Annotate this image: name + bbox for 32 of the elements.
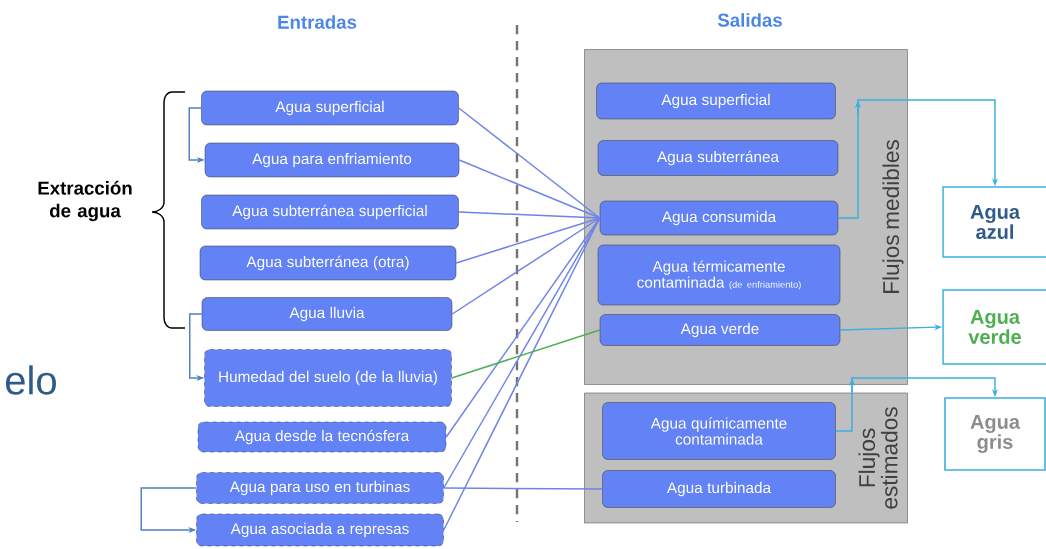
connector bbox=[835, 377, 999, 432]
process-box: Agua superficial bbox=[596, 82, 836, 120]
process-box: Agua lluvia bbox=[201, 297, 453, 331]
process-box: Agua superficial bbox=[201, 90, 459, 126]
connector bbox=[451, 217, 601, 315]
connector bbox=[458, 107, 601, 219]
column-heading: Entradas bbox=[278, 15, 357, 29]
connector bbox=[837, 99, 999, 219]
connector bbox=[451, 329, 601, 379]
process-box: Agua subterránea (otra) bbox=[199, 245, 457, 281]
dashed-box: Agua desde la tecnósfera bbox=[197, 421, 447, 453]
connector bbox=[445, 217, 601, 438]
result-box: Agua azul bbox=[942, 186, 1046, 258]
connector bbox=[458, 159, 601, 219]
process-box: Agua verde bbox=[599, 314, 841, 346]
process-box: Agua químicamente contaminada bbox=[602, 402, 836, 460]
dashed-box: Humedad del suelo (de la lluvia) bbox=[204, 349, 452, 407]
process-box: Agua turbinada bbox=[602, 470, 836, 508]
process-box: Agua para enfriamiento bbox=[204, 142, 460, 178]
process-box: Agua térmicamente contaminada (de enfriamiento) bbox=[597, 244, 841, 306]
result-box: Agua gris bbox=[944, 397, 1046, 471]
group-label: Extracción de agua bbox=[38, 180, 132, 222]
cut-off-text: elo bbox=[5, 365, 56, 395]
dashed-box: Agua asociada a represas bbox=[196, 513, 444, 547]
process-box: Agua consumida bbox=[599, 200, 839, 236]
connector bbox=[443, 487, 603, 490]
process-box: Agua subterránea bbox=[597, 140, 839, 176]
column-heading: Salidas bbox=[717, 13, 782, 27]
result-box: Agua verde bbox=[942, 289, 1046, 365]
process-box: Agua subterránea superficial bbox=[201, 194, 459, 230]
connector bbox=[455, 217, 601, 264]
dashed-box: Agua para uso en turbinas bbox=[196, 472, 444, 504]
